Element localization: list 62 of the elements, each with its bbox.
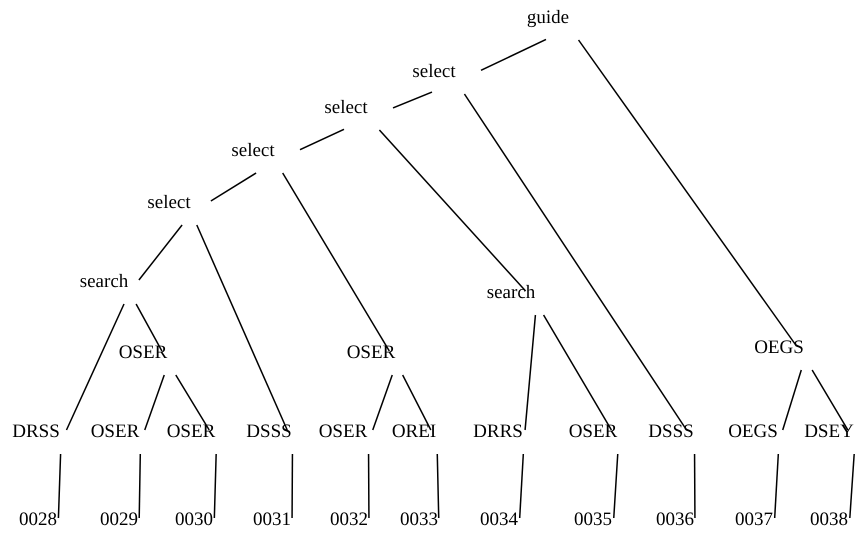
tree-line [300, 128, 344, 150]
tree-line [368, 454, 370, 518]
tree-node-label: OEGS [753, 338, 805, 358]
tree-node-label: guide [526, 8, 570, 28]
tree-line [282, 172, 390, 352]
tree-node-label: DSEY [803, 422, 855, 442]
tree-node-label: select [230, 141, 276, 161]
tree-node-label: search [78, 272, 130, 292]
tree-line [578, 40, 798, 346]
tree-node-label: select [323, 98, 369, 118]
tree-line [66, 304, 125, 430]
tree-node-label: 0034 [479, 510, 519, 530]
tree-node-label: 0037 [734, 510, 774, 530]
tree-line [518, 454, 524, 518]
tree-node-label: DRRS [472, 422, 524, 442]
tree-line [402, 374, 432, 430]
tree-line [392, 91, 432, 109]
tree-line [542, 314, 612, 430]
tree-line [378, 130, 526, 292]
tree-line [812, 370, 848, 430]
tree-node-label: select [146, 193, 192, 213]
tree-node-label: 0036 [655, 510, 695, 530]
tree-line [196, 224, 288, 430]
tree-line [175, 374, 210, 430]
tree-node-label: OREI [390, 422, 438, 442]
tree-node-label: 0030 [174, 510, 214, 530]
tree-line [613, 454, 618, 518]
tree-line [135, 304, 163, 352]
tree-node-label: DSSS [245, 422, 293, 442]
tree-node-label: OEGS [727, 422, 779, 442]
tree-node-label: DRSS [11, 422, 61, 442]
tree-line [480, 38, 546, 72]
tree-node-label: search [486, 283, 536, 303]
tree-line [436, 454, 440, 518]
tree-node-label: 0038 [809, 510, 849, 530]
tree-line [214, 454, 217, 518]
tree-node-label: 0028 [18, 510, 58, 530]
tree-node-label: 0032 [329, 510, 369, 530]
tree-line [210, 172, 257, 202]
tree-line [774, 454, 780, 518]
tree-line [291, 454, 294, 518]
tree-line [58, 454, 62, 518]
tree-node-label: OSER [90, 422, 140, 442]
tree-node-label: OSER [166, 422, 216, 442]
tree-line [372, 374, 393, 430]
tree-line [144, 374, 165, 430]
tree-line [849, 454, 855, 518]
tree-node-label: OSER [318, 422, 368, 442]
tree-node-label: 0035 [573, 510, 613, 530]
tree-node-label: select [411, 62, 457, 82]
tree-node-label: 0031 [252, 510, 292, 530]
tree-line [138, 224, 183, 280]
tree-node-label: DSSS [647, 422, 695, 442]
tree-line [694, 454, 696, 518]
tree-node-label: OSER [346, 343, 396, 363]
tree-node-label: 0033 [399, 510, 439, 530]
tree-line [138, 454, 142, 518]
tree-node-label: OSER [118, 343, 168, 363]
tree-line [524, 314, 536, 430]
tree-line [782, 370, 802, 430]
tree-node-label: OSER [568, 422, 618, 442]
tree-node-label: 0029 [99, 510, 139, 530]
